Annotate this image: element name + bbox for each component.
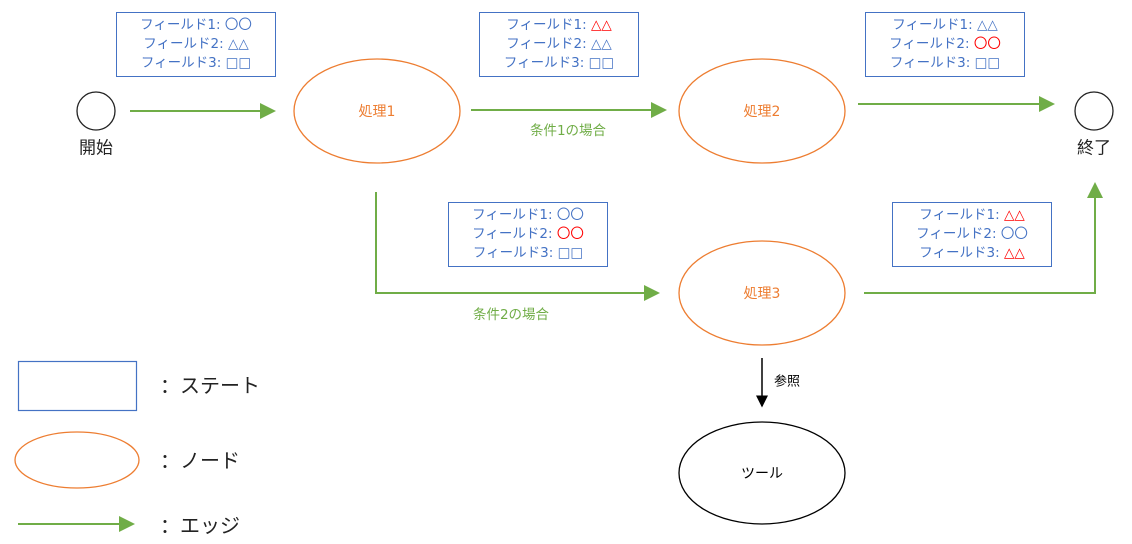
state-field-value: □□ [588,55,615,71]
state-box: フィールド1: △△フィールド2: 〇〇フィールド3: □□ [865,12,1025,77]
state-field-label: フィールド2: [916,226,1001,242]
state-box: フィールド1: 〇〇フィールド2: △△フィールド3: □□ [116,12,276,77]
state-field-label: フィールド2: [889,36,974,52]
state-field-value: □□ [557,245,584,261]
node-process-3-label: 処理3 [743,286,781,302]
legend-node-label: ：ノード [160,448,240,473]
state-field-row: フィールド1: 〇〇 [449,206,607,225]
state-box: フィールド1: 〇〇フィールド2: 〇〇フィールド3: □□ [448,202,608,267]
node-process-1-label: 処理1 [358,104,396,120]
edge-n1-to-n3 [375,192,660,301]
state-field-label: フィールド1: [472,207,557,223]
condition-1-label: 条件1の場合 [529,123,607,139]
state-field-label: フィールド1: [919,207,1004,223]
state-field-row: フィールド2: 〇〇 [866,35,1024,54]
end-label: 終了 [1077,138,1111,159]
state-field-value: 〇〇 [556,207,584,223]
state-field-row: フィールド2: 〇〇 [449,225,607,244]
legend-state-swatch [17,360,138,412]
state-field-value: △△ [1003,245,1025,261]
state-field-row: フィールド3: □□ [449,244,607,263]
start-label: 開始 [79,138,113,159]
state-field-row: フィールド3: △△ [893,244,1051,263]
state-field-label: フィールド3: [472,245,558,261]
state-field-row: フィールド1: △△ [866,16,1024,35]
state-field-row: フィールド2: △△ [117,35,275,54]
edge-n3-to-end [864,182,1103,294]
state-field-label: フィールド2: [472,226,557,242]
legend-node-swatch [14,431,140,489]
state-box: フィールド1: △△フィールド2: 〇〇フィールド3: △△ [892,202,1052,267]
node-process-1 [293,58,461,164]
state-field-value: □□ [225,55,252,71]
state-field-value: △△ [590,17,612,33]
state-box: フィールド1: △△フィールド2: △△フィールド3: □□ [479,12,639,77]
state-field-label: フィールド3: [889,55,975,71]
tool-label: ツール [741,466,783,482]
node-process-3 [678,240,846,346]
state-field-label: フィールド3: [919,245,1004,261]
state-field-value: 〇〇 [1000,226,1028,242]
state-field-row: フィールド3: □□ [117,54,275,73]
state-field-value: 〇〇 [973,36,1001,52]
node-process-2-label: 処理2 [743,104,781,120]
state-field-row: フィールド1: △△ [893,206,1051,225]
state-field-label: フィールド3: [503,55,589,71]
legend-edge-label: ：エッジ [160,513,240,538]
state-field-label: フィールド2: [506,36,591,52]
state-field-value: △△ [227,36,249,52]
end-terminal [1074,91,1114,131]
start-terminal [76,91,116,131]
state-field-label: フィールド1: [506,17,591,33]
state-field-label: フィールド2: [143,36,228,52]
state-field-value: △△ [976,17,998,33]
tool-node [678,421,846,525]
state-field-value: □□ [974,55,1001,71]
state-field-value: △△ [1003,207,1025,223]
state-field-label: フィールド1: [140,17,225,33]
state-field-value: △△ [590,36,612,52]
state-field-row: フィールド2: 〇〇 [893,225,1051,244]
state-field-row: フィールド3: □□ [866,54,1024,73]
state-field-value: 〇〇 [556,226,584,242]
reference-label: 参照 [773,374,801,390]
state-field-row: フィールド3: □□ [480,54,638,73]
condition-2-label: 条件2の場合 [472,307,550,323]
state-field-row: フィールド2: △△ [480,35,638,54]
state-field-label: フィールド1: [892,17,977,33]
state-field-row: フィールド1: △△ [480,16,638,35]
legend-state-label: ：ステート [160,373,260,398]
state-field-label: フィールド3: [140,55,226,71]
node-process-2 [678,58,846,164]
state-field-value: 〇〇 [224,17,252,33]
state-field-row: フィールド1: 〇〇 [117,16,275,35]
